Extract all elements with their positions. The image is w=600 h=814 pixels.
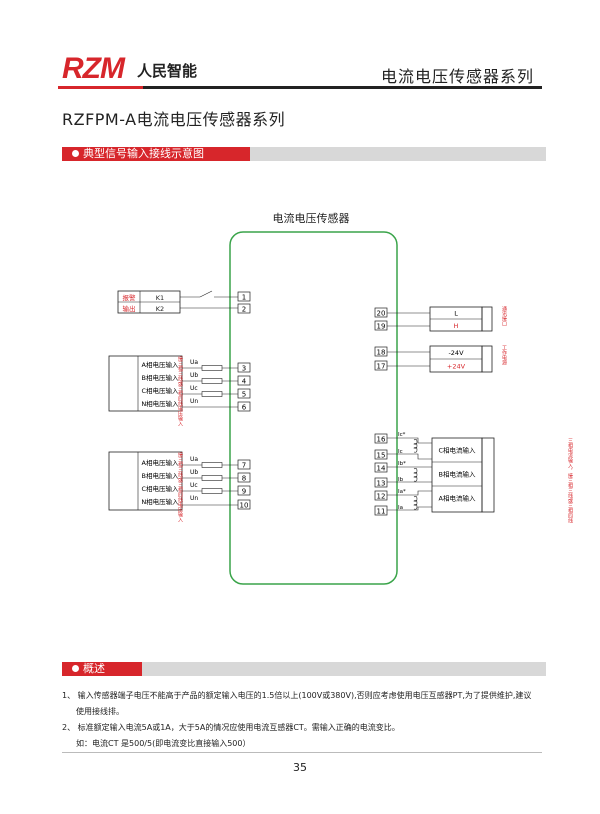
bullet-icon	[72, 149, 79, 157]
vg1-label-a: A相电压输入	[142, 360, 179, 369]
comm-h: H	[454, 322, 459, 330]
pin-18: 18	[377, 349, 386, 357]
header-divider	[58, 86, 542, 89]
power-pos: +24V	[447, 363, 466, 371]
footer-divider	[62, 752, 542, 753]
alarm-label-1: 报警	[123, 293, 137, 302]
vg2-tag-ua: Ua	[190, 456, 198, 463]
pin-12: 12	[377, 493, 386, 501]
section-bar-overview: 概述	[62, 662, 546, 676]
pin-2: 2	[242, 306, 246, 314]
pin-19: 19	[377, 323, 386, 331]
pin-16: 16	[377, 436, 386, 444]
current-side-label: 三相电流输入，接三相三线或三相四线	[488, 438, 573, 523]
vg1-tag-ua: Ua	[190, 359, 198, 366]
pin-7: 7	[242, 462, 246, 470]
power-supply-block: 18 17 -24V +24V 工作电源	[374, 345, 507, 373]
current-label-a: A相电流输入	[439, 494, 476, 503]
pin-13: 13	[377, 480, 386, 488]
device-outline	[229, 231, 398, 585]
vg1-tag-ub: Ub	[190, 372, 198, 379]
vg1-label-c: C相电压输入	[141, 386, 179, 395]
alarm-label-2: 输出	[123, 304, 136, 313]
pin-11: 11	[377, 508, 386, 516]
vg2-tag-un: Un	[190, 495, 198, 502]
section-bar-wiring: 典型信号输入接线示意图	[62, 147, 546, 161]
current-label-c: C相电流输入	[438, 446, 476, 455]
vg2-label-a: A相电压输入	[142, 458, 179, 467]
ct-coil-icon	[413, 468, 418, 482]
overview-item-2: 2、 标准额定输入电流5A或1A，大于5A的情况应使用电流互感器CT。需输入正确…	[62, 723, 400, 732]
ct-coil-icon	[413, 439, 418, 453]
tag-ic: Ic	[398, 449, 403, 455]
vg2-label-n: N相电压输入	[141, 497, 179, 506]
tag-ib-star: Ib*	[398, 461, 406, 467]
series-title: 电流电压传感器系列	[380, 67, 534, 86]
tag-ic-star: Ic*	[398, 432, 406, 438]
page-header: RZM 人民智能 电流电压传感器系列	[0, 0, 600, 95]
power-neg: -24V	[448, 349, 464, 357]
pin-10: 10	[240, 502, 249, 510]
voltage-input-group-2: 接三相三线或三相四线电压输入 A相电压输入 B相电压输入 C相电压输入 N相电压…	[108, 451, 251, 522]
pin-8: 8	[242, 475, 246, 483]
pin-6: 6	[242, 404, 247, 412]
current-input-block: C相电流输入 B相电流输入 A相电流输入 三相电流输入，接三相三线或三相四线 1…	[374, 432, 573, 523]
device-title: 电流电压传感器	[273, 211, 350, 225]
brand-name: 人民智能	[137, 62, 198, 80]
pin-14: 14	[377, 465, 386, 473]
vg1-label-n: N相电压输入	[141, 399, 179, 408]
brand-logo: RZM	[62, 52, 125, 85]
pin-5: 5	[242, 391, 246, 399]
tag-ia-star: Ia*	[398, 489, 406, 495]
comm-interface-block: 20 19 L H 通讯接口	[374, 305, 507, 332]
vg2-tag-ub: Ub	[190, 469, 198, 476]
current-label-b: B相电流输入	[439, 470, 476, 479]
pin-1: 1	[242, 294, 246, 302]
vg1-tag-uc: Uc	[190, 385, 198, 392]
voltage-input-group-1: 接三相三线或三相四线电压输入 A相电压输入 B相电压输入 C相电压输入 N相电压…	[108, 355, 251, 426]
power-side-label: 工作电源	[487, 345, 507, 366]
ct-coil-icon	[413, 496, 418, 510]
comm-l: L	[454, 310, 458, 318]
page-number: 35	[293, 761, 307, 774]
terminal-k1: K1	[156, 294, 164, 302]
pin-3: 3	[242, 365, 246, 373]
overview-item-1-cont: 使用接线排。	[76, 707, 124, 716]
vg2-label-b: B相电压输入	[142, 471, 179, 480]
bullet-icon	[72, 664, 79, 672]
overview-item-2-example: 如：电流CT 是500/5(即电流变比直接输入500）	[76, 739, 251, 748]
header-divider-accent	[58, 86, 143, 89]
pin-17: 17	[377, 363, 386, 371]
page-title: RZFPM-A电流电压传感器系列	[62, 110, 286, 129]
tag-ib: Ib	[398, 477, 404, 483]
vg1-tag-un: Un	[190, 398, 198, 405]
terminal-k2: K2	[156, 305, 164, 313]
pin-20: 20	[377, 310, 386, 318]
section-label: 典型信号输入接线示意图	[83, 147, 204, 160]
alarm-output-block: 报警 输出 K1 K2 1 2	[117, 290, 251, 314]
wiring-diagram: 电流电压传感器 报警 输出 K1 K2 1 2 接三相三线或三相四线电压输入 A…	[108, 211, 573, 585]
vg2-label-c: C相电压输入	[141, 484, 179, 493]
overview-item-1: 1、 输入传感器端子电压不能高于产品的额定输入电压的1.5倍以上(100V或38…	[62, 691, 532, 700]
vg1-label-b: B相电压输入	[142, 373, 179, 382]
pin-15: 15	[377, 452, 386, 460]
tag-ia: Ia	[398, 505, 403, 511]
section-label: 概述	[83, 662, 105, 675]
section-tag-wiring: 典型信号输入接线示意图	[62, 147, 250, 161]
overview-text: 1、 输入传感器端子电压不能高于产品的额定输入电压的1.5倍以上(100V或38…	[62, 688, 542, 752]
pin-9: 9	[242, 488, 246, 496]
vg2-tag-uc: Uc	[190, 482, 198, 489]
section-tag-overview: 概述	[62, 662, 142, 676]
pin-4: 4	[242, 378, 247, 386]
comm-side-label: 通讯接口	[487, 305, 507, 327]
